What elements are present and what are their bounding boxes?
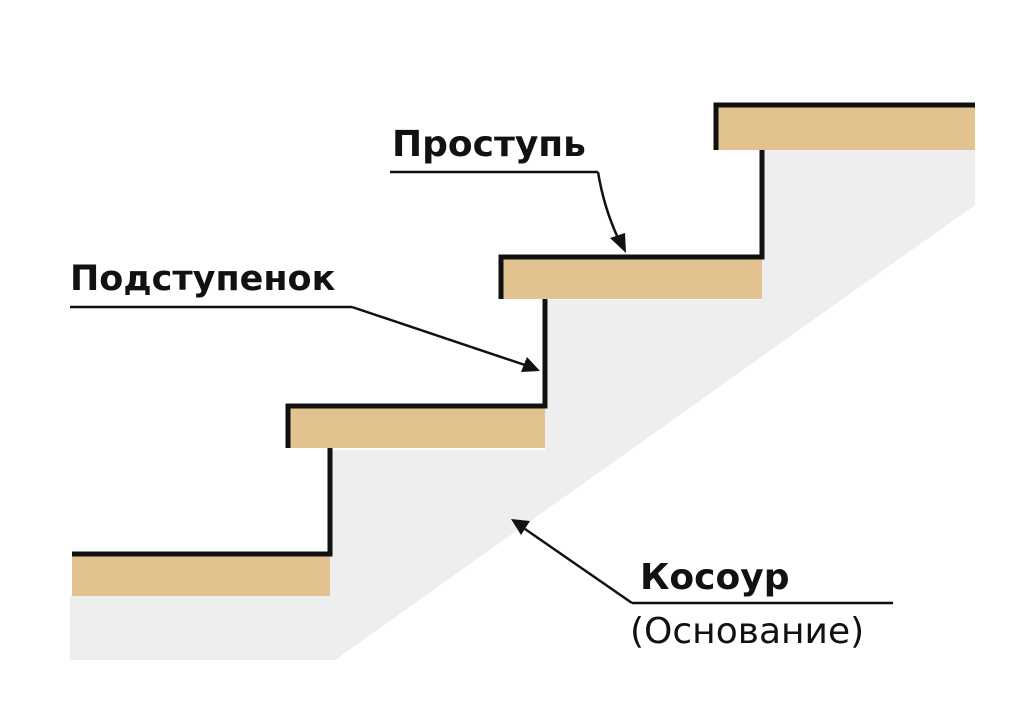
tread-board-2 (288, 406, 545, 448)
stringer-base (70, 150, 975, 660)
tread-callout (390, 170, 626, 253)
tread-arrowhead (610, 233, 626, 253)
riser-label: Подступенок (70, 259, 336, 299)
stringer-callout (511, 519, 893, 605)
stringer-label: Косоур (640, 557, 790, 598)
step-outline (72, 102, 975, 557)
tread-board-1 (72, 554, 330, 596)
tread-board-3 (501, 257, 762, 299)
tread-board-4 (716, 105, 975, 150)
tread-label: Проступь (392, 124, 586, 165)
stringer-note-label: (Основание) (630, 611, 865, 652)
stringer-arrowhead (511, 519, 530, 535)
riser-arrowhead (521, 357, 540, 372)
riser-callout (70, 305, 540, 372)
